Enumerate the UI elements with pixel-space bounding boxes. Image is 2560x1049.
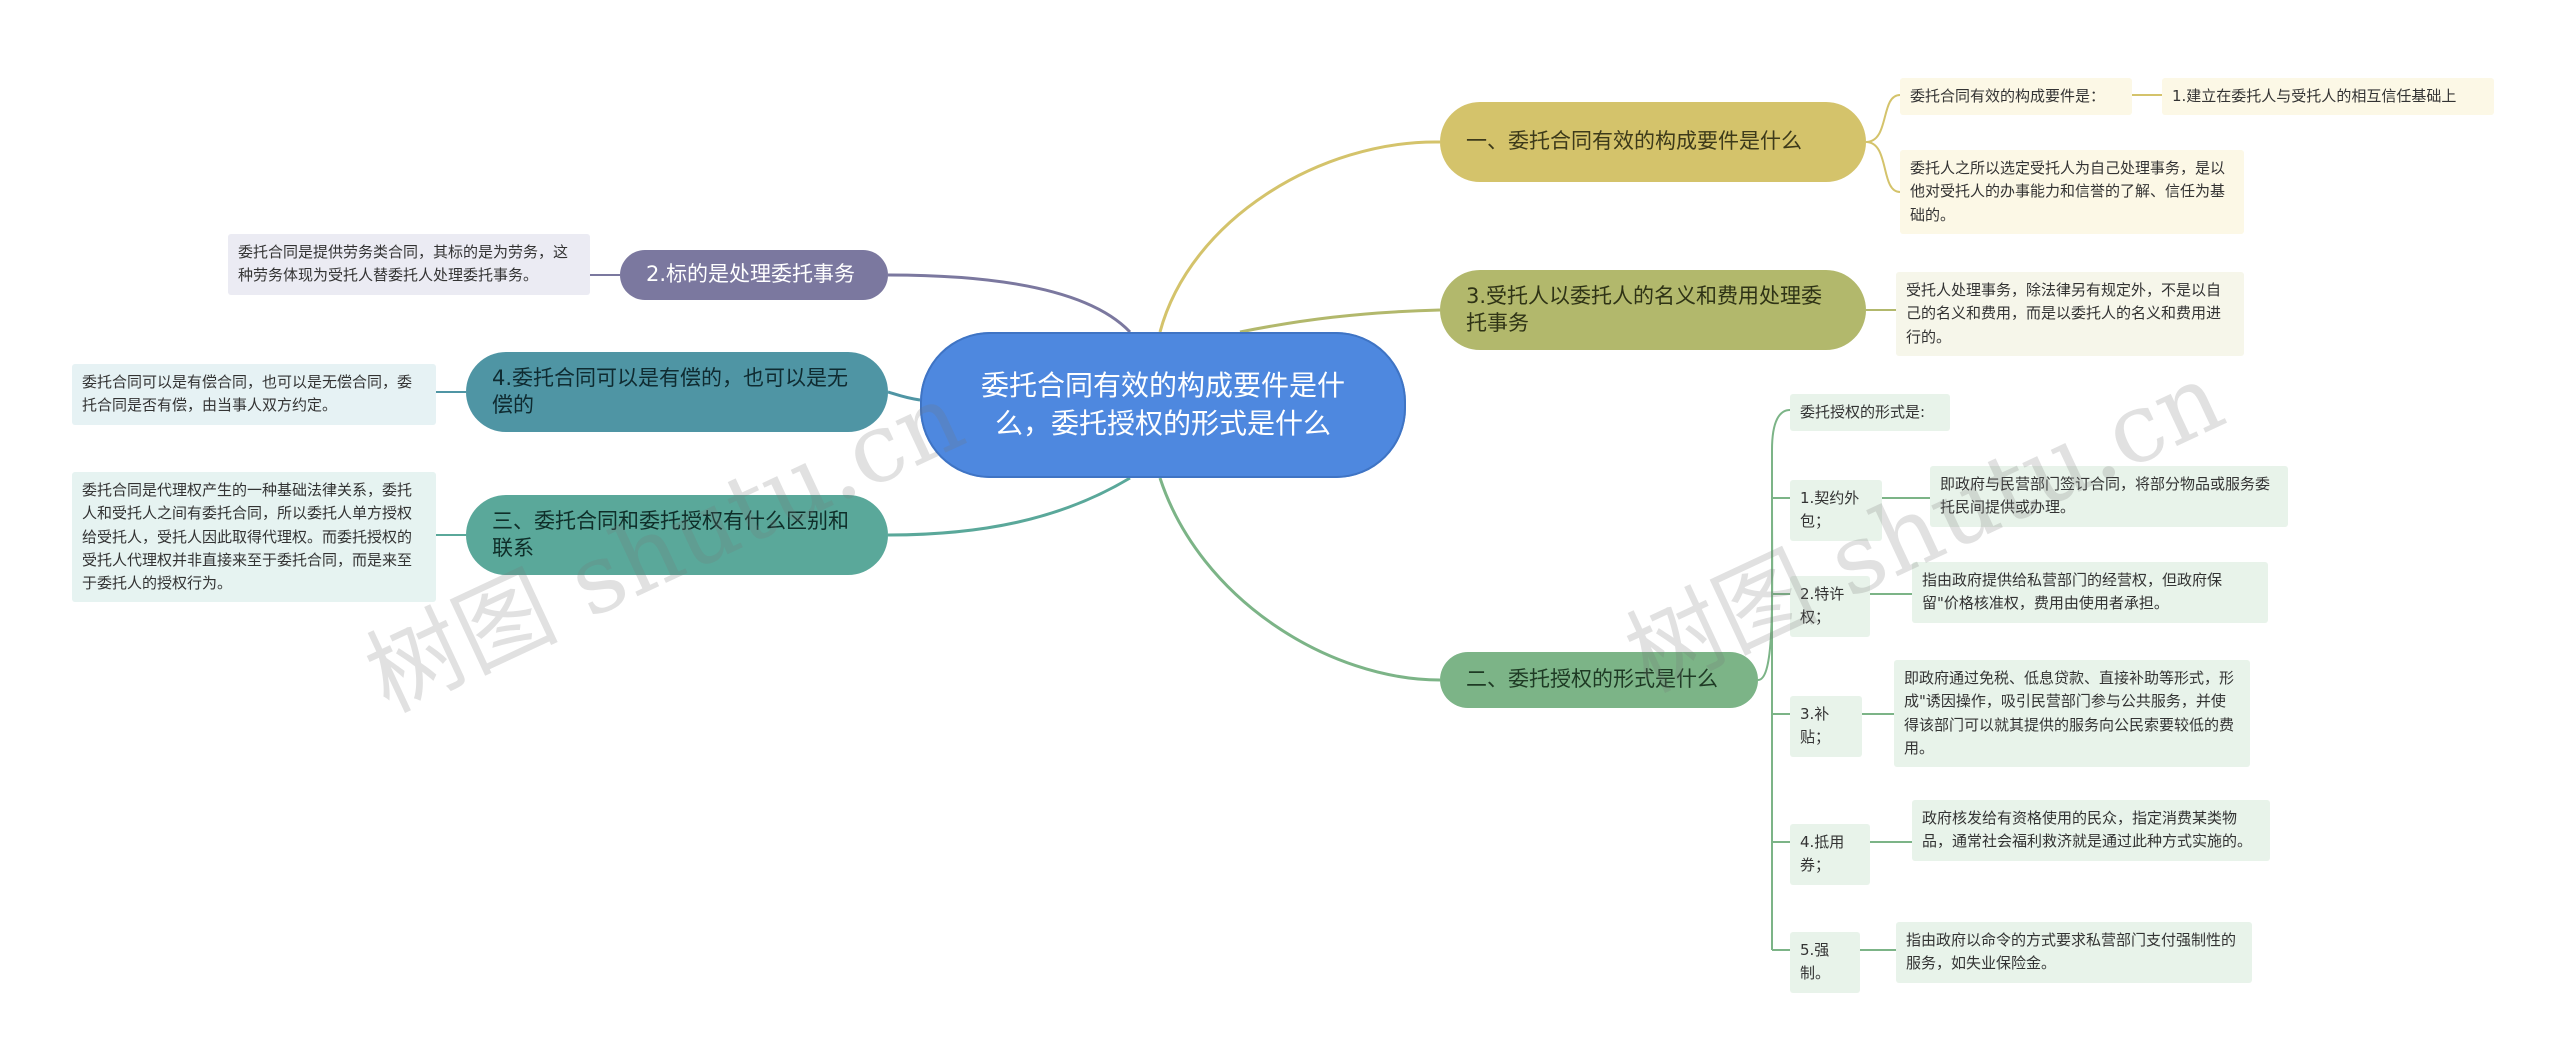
branch-title: 3.受托人以委托人的名义和费用处理委托事务 [1466,283,1823,335]
link-root-b6 [887,476,1131,537]
branch-validity-requirements[interactable]: 一、委托合同有效的构成要件是什么 [1440,102,1866,182]
leaf-form-key-3: 3.补贴； [1790,696,1862,757]
leaf-form-value-3: 即政府通过免税、低息贷款、直接补助等形式，形成"诱因操作，吸引民营部门参与公共服… [1894,660,2250,767]
branch-paid-or-free[interactable]: 4.委托合同可以是有偿的，也可以是无偿的 [466,352,888,432]
branch-title: 一、委托合同有效的构成要件是什么 [1466,129,1802,154]
branch-title: 三、委托合同和委托授权有什么区别和联系 [492,508,849,560]
branch-subject-matter[interactable]: 2.标的是处理委托事务 [620,250,888,300]
leaf-paid-or-free: 委托合同可以是有偿合同，也可以是无偿合同，委托合同是否有偿，由当事人双方约定。 [72,364,436,425]
leaf-form-value-4: 政府核发给有资格使用的民众，指定消费某类物品，通常社会福利救济就是通过此种方式实… [1912,800,2270,861]
branch-difference-and-relation[interactable]: 三、委托合同和委托授权有什么区别和联系 [466,495,888,575]
leaf-form-value-5: 指由政府以命令的方式要求私营部门支付强制性的服务，如失业保险金。 [1896,922,2252,983]
leaf-form-value-1: 即政府与民营部门签订合同，将部分物品或服务委托民间提供或办理。 [1930,466,2288,527]
branch-title: 二、委托授权的形式是什么 [1466,667,1718,692]
link-root-b1 [1158,140,1441,333]
leaf-name-and-expense: 受托人处理事务，除法律另有规定外，不是以自己的名义和费用，而是以委托人的名义和费… [1896,272,2244,356]
leaf-subject-matter: 委托合同是提供劳务类合同，其标的是为劳务，这种劳务体现为受托人替委托人处理委托事… [228,234,590,295]
leaf-form-key-4: 4.抵用券； [1790,824,1870,885]
root-topic[interactable]: 委托合同有效的构成要件是什么，委托授权的形式是什么 [920,332,1406,478]
link-root-b4 [887,273,1132,334]
leaf-forms-heading: 委托授权的形式是: [1790,394,1950,432]
link-root-b2 [1239,308,1441,334]
root-topic-text: 委托合同有效的构成要件是什么，委托授权的形式是什么 [980,369,1345,440]
branch-title: 2.标的是处理委托事务 [646,262,856,287]
branch-name-and-expense[interactable]: 3.受托人以委托人的名义和费用处理委托事务 [1440,270,1866,350]
branch-authorization-forms[interactable]: 二、委托授权的形式是什么 [1440,652,1758,708]
leaf-mutual-trust: 1.建立在委托人与受托人的相互信任基础上 [2162,78,2494,116]
branch-title: 4.委托合同可以是有偿的，也可以是无偿的 [492,365,849,417]
leaf-difference-and-relation: 委托合同是代理权产生的一种基础法律关系，委托人和受托人之间有委托合同，所以委托人… [72,472,436,603]
leaf-form-key-1: 1.契约外包； [1790,480,1882,541]
leaf-form-key-2: 2.特许权； [1790,576,1870,637]
leaf-trust-explanation: 委托人之所以选定受托人为自己处理事务，是以他对受托人的办事能力和信誉的了解、信任… [1900,150,2244,234]
leaf-requirements-intro: 委托合同有效的构成要件是： [1900,78,2132,116]
link-root-b3 [1158,477,1441,682]
leaf-form-value-2: 指由政府提供给私营部门的经营权，但政府保留"价格核准权，费用由使用者承担。 [1912,562,2268,623]
link-root-b5 [887,390,921,402]
leaf-form-key-5: 5.强制。 [1790,932,1860,993]
